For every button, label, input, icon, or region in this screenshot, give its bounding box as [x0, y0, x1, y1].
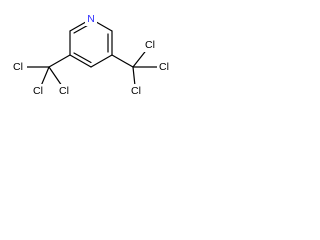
bond-layer — [24, 18, 160, 87]
bond-c3-cl-carbon-right — [111, 54, 134, 68]
bond-c4-c5-inner — [73, 52, 92, 64]
bond-c3-c4 — [90, 54, 113, 68]
atom-cl3: Cl — [59, 85, 69, 97]
atom-cl5: Cl — [159, 61, 169, 73]
atom-label-layer: N Cl Cl Cl Cl Cl Cl — [11, 12, 173, 98]
bond-c4-c5 — [69, 54, 92, 68]
bond-c5-cl-carbon-left — [48, 54, 71, 68]
bond-left-to-cl2 — [40, 66, 50, 87]
atom-n1: N — [87, 13, 95, 25]
atom-cl2: Cl — [33, 85, 43, 97]
atom-cl4: Cl — [145, 39, 155, 51]
molecule-structure: N Cl Cl Cl Cl Cl Cl — [11, 12, 173, 98]
bond-right-to-cl6 — [132, 66, 136, 87]
bond-left-to-cl3 — [48, 66, 63, 87]
atom-cl6: Cl — [131, 85, 141, 97]
atom-cl1: Cl — [13, 61, 23, 73]
